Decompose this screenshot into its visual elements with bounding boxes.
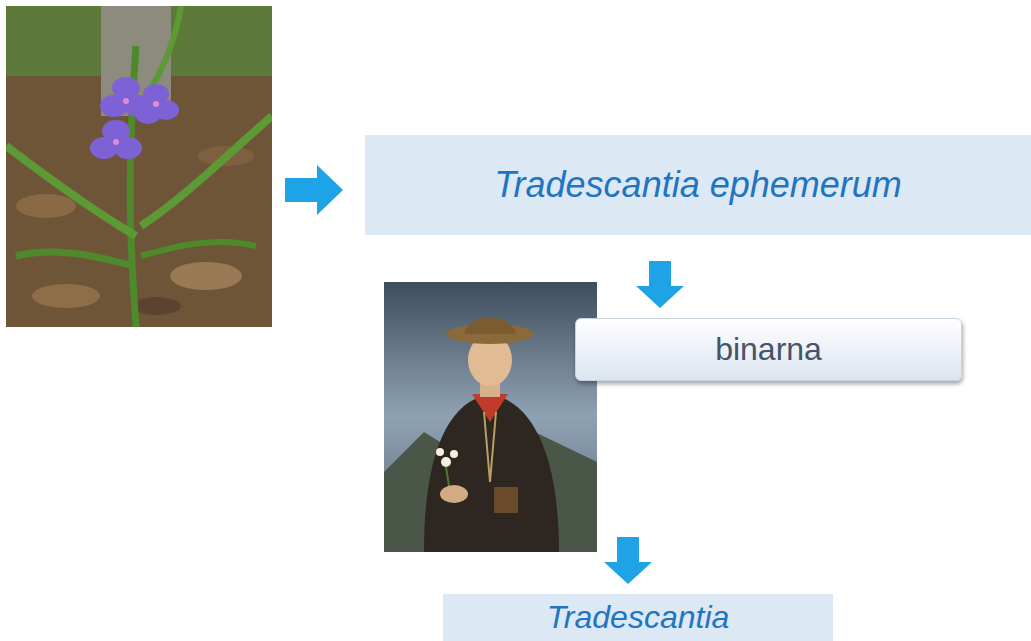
term-card: binarna	[575, 318, 962, 381]
node-text: Tradescantia ephemerum	[494, 164, 902, 206]
down-arrow	[604, 537, 652, 584]
right-arrow	[285, 165, 343, 215]
flower-photo	[6, 6, 272, 327]
down-arrow	[636, 261, 684, 308]
node-text: Tradescantia	[547, 599, 730, 636]
node-text: binarna	[715, 331, 822, 368]
linnaeus-portrait	[384, 282, 597, 552]
name-band: Tradescantia ephemerum	[365, 135, 1031, 235]
name-band: Tradescantia	[443, 594, 833, 641]
